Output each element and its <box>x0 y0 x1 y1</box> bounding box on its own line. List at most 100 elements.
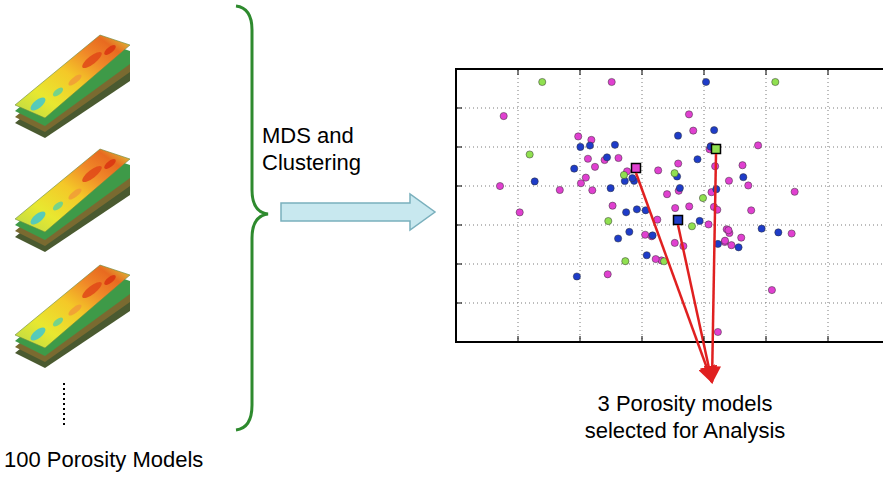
scatter-dot <box>690 127 697 134</box>
scatter-dot <box>609 202 616 209</box>
scatter-dot <box>643 252 650 259</box>
scatter-dot <box>586 142 593 149</box>
scatter-dot <box>739 162 746 169</box>
scatter-dot <box>711 127 718 134</box>
scatter-dot <box>655 167 662 174</box>
scatter-dot <box>725 177 732 184</box>
scatter-dot <box>696 217 703 224</box>
scatter-dot <box>791 188 798 195</box>
scatter-dot <box>608 78 615 85</box>
scatter-dot <box>577 143 584 150</box>
scatter-dot <box>496 182 503 189</box>
grid-line <box>457 186 883 187</box>
scatter-dot <box>672 204 679 211</box>
scatter-dot <box>573 273 580 280</box>
leader-arrow <box>636 173 712 382</box>
scatter-dot <box>788 230 795 237</box>
selected-model-marker <box>712 145 721 154</box>
tick-mark <box>457 186 462 187</box>
tick-mark <box>457 147 462 148</box>
tick-mark <box>828 336 829 341</box>
tick-mark <box>457 303 462 304</box>
scatter-dot <box>663 191 670 198</box>
tick-mark <box>766 336 767 341</box>
grid-line <box>457 108 883 109</box>
scatter-dot <box>615 235 622 242</box>
tick-mark <box>580 70 581 75</box>
scatter-plot <box>456 69 883 342</box>
scatter-dot <box>748 207 755 214</box>
scatter-dot <box>671 239 678 246</box>
tick-mark <box>457 225 462 226</box>
grid-line <box>518 70 519 341</box>
scatter-dot <box>629 175 636 182</box>
grid-line <box>457 303 883 304</box>
scatter-dot <box>516 209 523 216</box>
scatter-dot <box>735 244 742 251</box>
porosity-model <box>15 149 130 252</box>
tick-mark <box>704 336 705 341</box>
scatter-dot <box>694 156 701 163</box>
scatter-dot <box>500 112 507 119</box>
grid-line <box>704 70 705 341</box>
scatter-dot <box>603 154 610 161</box>
scatter-dot <box>772 78 779 85</box>
grid-line <box>580 70 581 341</box>
annotation-label: 100 Porosity Models <box>4 446 234 473</box>
scatter-dot <box>721 237 728 244</box>
scatter-dot <box>584 155 591 162</box>
scatter-dot <box>775 229 782 236</box>
tick-mark <box>704 70 705 75</box>
porosity-model <box>15 265 130 368</box>
ellipsis-line <box>63 383 65 428</box>
scatter-dot <box>620 171 627 178</box>
scatter-dot <box>652 255 659 262</box>
grid-line <box>457 225 883 226</box>
tick-mark <box>828 70 829 75</box>
grid-line <box>642 70 643 341</box>
scatter-dot <box>648 233 655 240</box>
block-arrow <box>281 194 435 230</box>
curly-brace <box>236 6 268 430</box>
tick-mark <box>642 70 643 75</box>
scatter-dot <box>740 174 747 181</box>
scatter-dot <box>725 227 732 234</box>
scatter-dot <box>539 78 546 85</box>
tick-mark <box>766 70 767 75</box>
scatter-dot <box>591 163 598 170</box>
scatter-dot <box>768 286 775 293</box>
scatter-dot <box>702 78 709 85</box>
scatter-dot <box>589 187 596 194</box>
selected-model-marker <box>674 216 683 225</box>
scatter-dot <box>674 132 681 139</box>
scatter-dot <box>649 232 656 239</box>
selected-model-marker <box>632 164 641 173</box>
scatter-dot <box>582 174 589 181</box>
scatter-dot <box>758 225 765 232</box>
scatter-dot <box>676 184 683 191</box>
scatter-dot <box>571 165 578 172</box>
scatter-dot <box>526 151 533 158</box>
scatter-dot <box>607 185 614 192</box>
scatter-dot <box>705 221 712 228</box>
porosity-model <box>15 35 130 138</box>
scatter-dot <box>688 223 695 230</box>
scatter-dot <box>675 160 682 167</box>
scatter-dot <box>615 154 622 161</box>
scatter-dot <box>745 182 752 189</box>
grid-line <box>766 70 767 341</box>
tick-mark <box>457 264 462 265</box>
scatter-dot <box>699 194 706 201</box>
tick-mark <box>580 336 581 341</box>
tick-mark <box>457 108 462 109</box>
tick-mark <box>518 70 519 75</box>
scatter-dot <box>577 180 584 187</box>
scatter-dot <box>685 111 692 118</box>
scatter-dot <box>556 186 563 193</box>
scatter-dot <box>633 206 640 213</box>
scatter-dot <box>728 242 735 249</box>
annotation-label: 3 Porosity models selected for Analysis <box>560 390 810 444</box>
tick-mark <box>642 336 643 341</box>
scatter-dot <box>642 231 649 238</box>
scatter-dot <box>531 178 538 185</box>
